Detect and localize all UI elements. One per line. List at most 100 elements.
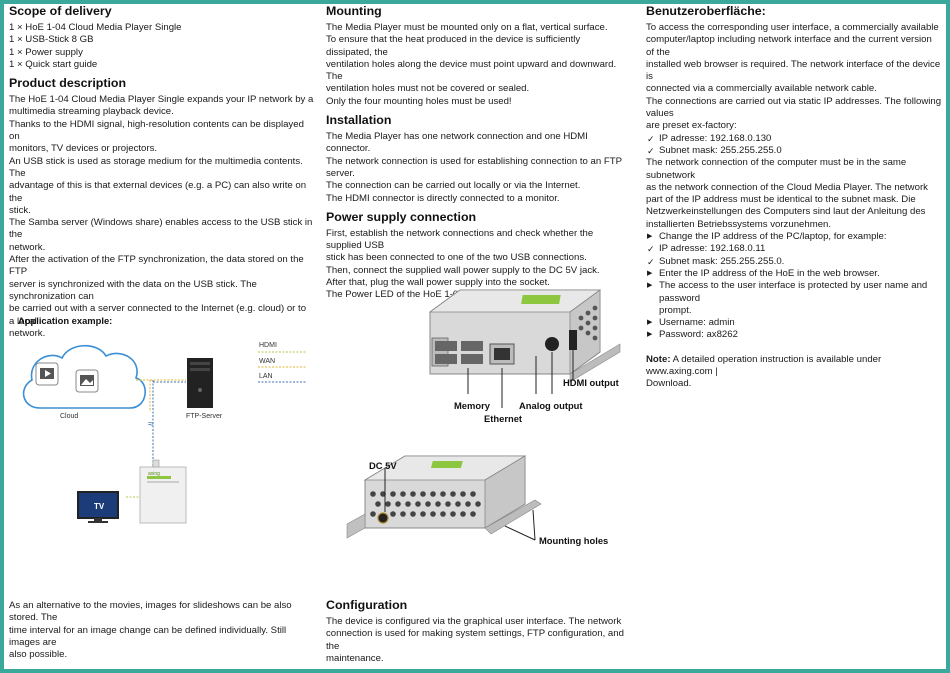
ui-intro-line: The connections are carried out via stat… [646,95,942,120]
product-title: Product description [9,76,127,91]
note-label: Note: [646,353,671,365]
mounting-section: Mounting The Media Player must be mounte… [326,4,626,108]
product-line: monitors, TV devices or projectors. [9,143,158,155]
legend-wan: WAN [259,358,276,365]
mounting-title: Mounting [326,4,382,18]
mounting-holes-label: Mounting holes [539,535,609,546]
ftp-server-label: FTP-Server [186,413,223,420]
product-line: An USB stick is used as storage medium f… [9,155,303,179]
product-line: Thanks to the HDMI signal, high-resoluti… [9,118,304,143]
right-column: Benutzeroberfläche: To access the corres… [646,4,942,391]
note-text: A detailed operation instruction is avai… [646,353,882,378]
memory-label: Memory [454,400,490,411]
left-column: Scope of delivery 1 × HoE 1-04 Cloud Med… [9,4,314,345]
ui-middle-line: Netzwerkeinstellungen des Computers sind… [646,206,926,218]
ui-intro-line: are preset ex-factory: [646,120,737,132]
list-item: prompt. [659,304,692,316]
list-item: ▶Enter the IP address of the HoE in the … [647,267,880,279]
slideshow-paragraph: As an alternative to the movies, images … [9,600,314,661]
product-line: network. [9,241,46,253]
usb-port-1 [435,341,457,351]
check-icon: ✓ [647,256,655,267]
device-back-figure [346,455,542,541]
scope-section: Scope of delivery 1 × HoE 1-04 Cloud Med… [9,4,314,71]
power-title: Power supply connection [326,209,477,224]
check-icon: ✓ [647,145,655,156]
ui-intro-line: installed web browser is required. The n… [646,58,941,83]
middle-column: Mounting The Media Player must be mounte… [326,4,626,307]
power-line: The Power LED of the HoE 1-04 will light… [326,289,516,301]
hdmi-output-label: HDMI output [563,377,619,388]
product-line: The HoE 1-04 Cloud Media Player Single e… [9,94,314,106]
installation-title: Installation [326,113,392,128]
dc-jack [377,512,389,524]
ftp-server-icon [187,358,213,408]
device-brand-plate [521,295,561,304]
product-line: network. [9,327,46,339]
installation-line: The HDMI connector is directly connected… [326,192,560,204]
triangle-right-icon: ▶ [647,269,653,277]
configuration-line: maintenance. [326,652,384,664]
ui-middle-line: part of the IP address must be identical… [646,194,916,206]
device-front-figure [428,289,621,408]
steps-list: ▶Change the IP address of the PC/laptop,… [646,231,942,342]
ui-title: Benutzeroberfläche: [646,4,766,18]
product-line: The Samba server (Windows share) enables… [9,217,313,241]
configuration-title: Configuration [326,598,408,612]
product-line: server is synchronized with the data on … [9,278,257,302]
mounting-line: To ensure that the heat produced in the … [326,34,581,58]
ui-intro-line: computer/laptop including network interf… [646,34,932,58]
scope-title: Scope of delivery [9,4,112,18]
list-item: ▶Change the IP address of the PC/laptop,… [647,231,887,243]
product-line: be carried out with a server connected t… [9,303,307,327]
power-line: Then, connect the supplied wall power su… [326,264,600,276]
scope-item: 1 × HoE 1-04 Cloud Media Player Single [9,22,182,33]
mounting-line: ventilation holes along the device must … [326,58,617,83]
check-icon: ✓ [647,133,655,144]
factory-settings-list: ✓IP adresse: 192.168.0.130 ✓Subnet mask:… [646,133,942,158]
triangle-right-icon: ▶ [647,282,653,290]
legend-hdmi: HDMI [259,342,277,349]
hdmi-port [569,330,577,350]
ui-intro-line: To access the corresponding user interfa… [646,22,939,33]
list-item: ▶Username: admin [647,317,735,329]
usb-port-2 [435,354,457,364]
ui-middle-line: as the network connection of the Cloud M… [646,181,928,193]
scope-item: 1 × USB-Stick 8 GB [9,34,94,46]
svg-text:≈: ≈ [148,419,154,430]
ui-middle-line: The network connection of the computer m… [646,157,907,181]
scope-item: 1 × Power supply [9,46,83,58]
product-line: After the activation of the FTP synchron… [9,254,304,278]
ui-middle-line: installierten Betriebssystems vorzunehme… [646,218,832,230]
power-line: After that, plug the wall power supply i… [326,277,550,289]
ui-intro-line: connected via a commercially available n… [646,83,877,95]
analog-output-label: Analog output [519,400,583,411]
slideshow-line: time interval for an image change can be… [9,624,287,648]
configuration-section: Configuration The device is configured v… [326,598,626,665]
product-line: multimedia streaming playback device. [9,106,174,118]
note: Note: A detailed operation instruction i… [646,354,942,391]
installation-section: Installation The Media Player has one ne… [326,113,626,205]
triangle-right-icon: ▶ [647,331,653,339]
legend-lan: LAN [259,373,273,380]
application-diagram: ≈ [22,344,306,524]
configuration-line: The device is configured via the graphic… [326,616,622,627]
list-item: ✓Subnet mask: 255.255.255.0 [647,144,782,156]
device-brand-small: axing [148,471,160,477]
installation-line: The Media Player has one network connect… [326,131,588,155]
mounting-line: The Media Player must be mounted only on… [326,22,608,33]
product-line: advantage of this is that external devic… [9,180,307,204]
check-icon: ✓ [647,244,655,255]
power-section: Power supply connection First, establish… [326,210,626,302]
scope-item: 1 × Quick start guide [9,58,98,70]
slideshow-line: As an alternative to the movies, images … [9,600,292,624]
configuration-line: connection is used for making system set… [326,628,624,652]
tv-label: TV [94,502,105,511]
installation-line: The network connection is used for estab… [326,155,622,179]
mounting-line: ventilation holes must not be covered or… [326,83,530,95]
usb-port-4 [461,354,483,364]
triangle-right-icon: ▶ [647,233,653,241]
cloud-label: Cloud [60,413,79,420]
application-example-title: Application example: [18,315,113,326]
analog-output-jack [545,337,559,351]
